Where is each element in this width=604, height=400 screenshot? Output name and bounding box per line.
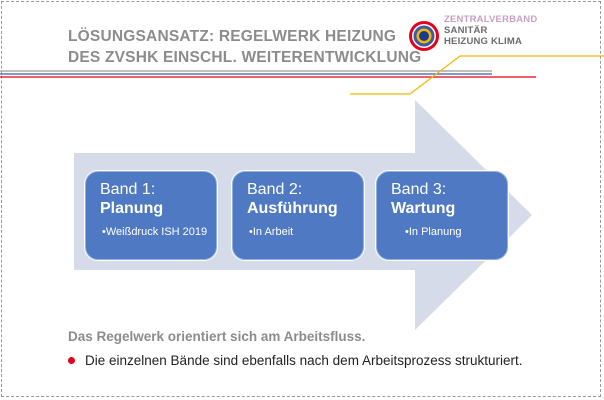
band-status: •In Planung	[405, 226, 462, 238]
band-card-wartung: Band 3: Wartung •In Planung	[376, 171, 508, 260]
bullet-text: Die einzelnen Bände sind ebenfalls nach …	[85, 353, 523, 368]
band-card-planung: Band 1: Planung •Weißdruck ISH 2019	[85, 171, 217, 260]
zvshk-rings-logo-icon	[409, 21, 439, 51]
body-subhead: Das Regelwerk orientiert sich am Arbeits…	[68, 329, 366, 344]
band-name: Wartung	[391, 200, 456, 217]
band-status: •Weißdruck ISH 2019	[102, 226, 208, 238]
title-line-1: LÖSUNGSANSATZ: REGELWERK HEIZUNG	[68, 28, 397, 45]
band-status: •In Arbeit	[249, 226, 294, 238]
band-number: Band 1:	[100, 181, 156, 198]
band-number: Band 3:	[391, 181, 447, 198]
band-name: Ausführung	[247, 200, 338, 217]
band-name: Planung	[100, 200, 164, 217]
title-line-2: DES ZVSHK EINSCHL. WEITERENTWICKLUNG	[68, 49, 422, 66]
band-number: Band 2:	[247, 181, 303, 198]
logo-line-3: HEIZUNG KLIMA	[444, 36, 523, 47]
header-lines	[0, 55, 604, 95]
logo-line-2: SANITÄR	[444, 25, 488, 36]
slide-title: LÖSUNGSANSATZ: REGELWERK HEIZUNG DES ZVS…	[68, 26, 422, 68]
bullet-item: Die einzelnen Bände sind ebenfalls nach …	[68, 352, 528, 369]
logo-line-1: ZENTRALVERBAND	[444, 14, 538, 25]
logo-wordmark: ZENTRALVERBAND SANITÄR HEIZUNG KLIMA	[444, 14, 537, 47]
band-card-ausfuehrung: Band 2: Ausführung •In Arbeit	[232, 171, 364, 260]
bullet-dot-icon	[68, 357, 75, 364]
header-line-yellow	[350, 55, 604, 95]
